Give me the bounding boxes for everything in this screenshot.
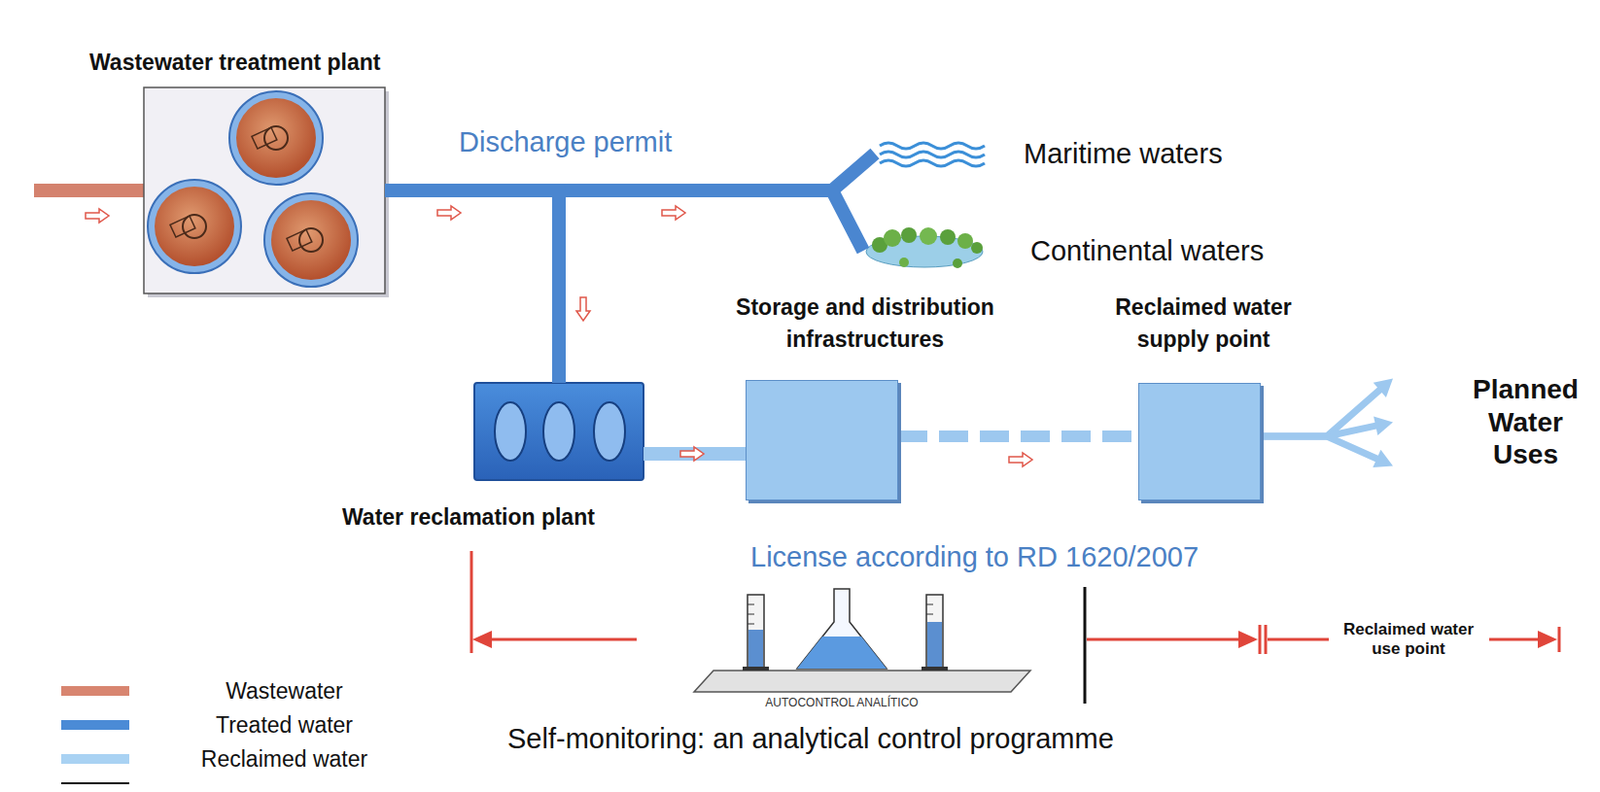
supply-point-box: Reclaimed water supply point: [1138, 382, 1261, 501]
pipe-connector: [643, 453, 746, 455]
clarifier: [147, 179, 242, 274]
node-label: Maritime waters: [1023, 134, 1223, 174]
use-point-label: Reclaimed water use point: [1328, 620, 1490, 660]
wastewater-inlet-pipe: [34, 183, 144, 198]
pipe-segment: [1260, 436, 1381, 460]
plant-frame: [143, 87, 385, 294]
sea-outlet: Maritime waters: [874, 134, 1223, 174]
lab-glassware-illustration: [694, 589, 1031, 693]
flow-arrow: [1008, 452, 1033, 467]
plant-heading: Water reclamation plant: [342, 501, 595, 534]
clarifier: [229, 91, 323, 185]
sea-waves-icon: [879, 142, 985, 167]
flow-arrow: [85, 208, 109, 223]
treatment-plant-drawing: [143, 87, 389, 298]
treatment-plant: Wastewater treatment plant: [143, 87, 385, 294]
reclamation-plant: Water reclamation plant: [474, 382, 644, 481]
flow-arrow: [437, 206, 461, 220]
pipe-connector: [1260, 378, 1393, 468]
pipe-segment: [1260, 424, 1380, 437]
pipe-segment: [898, 430, 1139, 443]
pipe-connector: [898, 436, 1139, 438]
arrowhead: [1373, 416, 1393, 436]
lake-icon: [866, 227, 983, 269]
legend-line-sample: [61, 782, 130, 785]
plant-shadow: [147, 91, 389, 298]
permit-label: Discharge permit: [458, 125, 672, 160]
plant-heading: Storage and distribution infrastructures: [699, 291, 1031, 357]
legend-label: Wastewater: [165, 677, 404, 705]
flow-arrow: [680, 447, 704, 461]
flow-arrow: [576, 297, 591, 321]
clarifier: [264, 193, 358, 287]
pipe-connector: [384, 153, 875, 191]
pipe-segment: [384, 190, 864, 251]
plant-heading: Wastewater treatment plant: [89, 46, 382, 79]
arrowhead: [1372, 450, 1393, 468]
lab-caption: AUTOCONTROL ANALÍTICO: [734, 695, 949, 710]
legend-label: Treated water: [165, 711, 404, 739]
node-label: Continental waters: [1030, 231, 1264, 271]
inland-outlet: Continental waters: [863, 231, 1264, 271]
arrowhead: [1373, 378, 1393, 398]
flow-arrow: [661, 206, 686, 220]
reclamation-plant-drawing: [474, 382, 644, 481]
legend-swatch: [61, 686, 130, 696]
planned-uses: Planned Water Uses: [1392, 373, 1593, 472]
pipe-segment: [1260, 387, 1383, 437]
pipe-segment: [384, 190, 559, 383]
monitoring-note: Self-monitoring: an analytical control p…: [507, 722, 1114, 757]
legend-swatch: [61, 720, 130, 731]
license-label: License according to RD 1620/2007: [750, 540, 1199, 575]
storage-box: Storage and distribution infrastructures: [745, 380, 899, 501]
plant-heading: Reclaimed water supply point: [1077, 291, 1330, 357]
legend-swatch: [61, 754, 130, 765]
scope-divider: [1083, 587, 1087, 704]
node-label: Planned Water Uses: [1459, 373, 1593, 472]
pipe-segment: [643, 447, 746, 461]
legend-label: Reclaimed water: [165, 745, 404, 773]
pipe-connector: [384, 190, 559, 383]
pipe-segment: [384, 153, 875, 191]
pipe-connector: [384, 190, 864, 251]
